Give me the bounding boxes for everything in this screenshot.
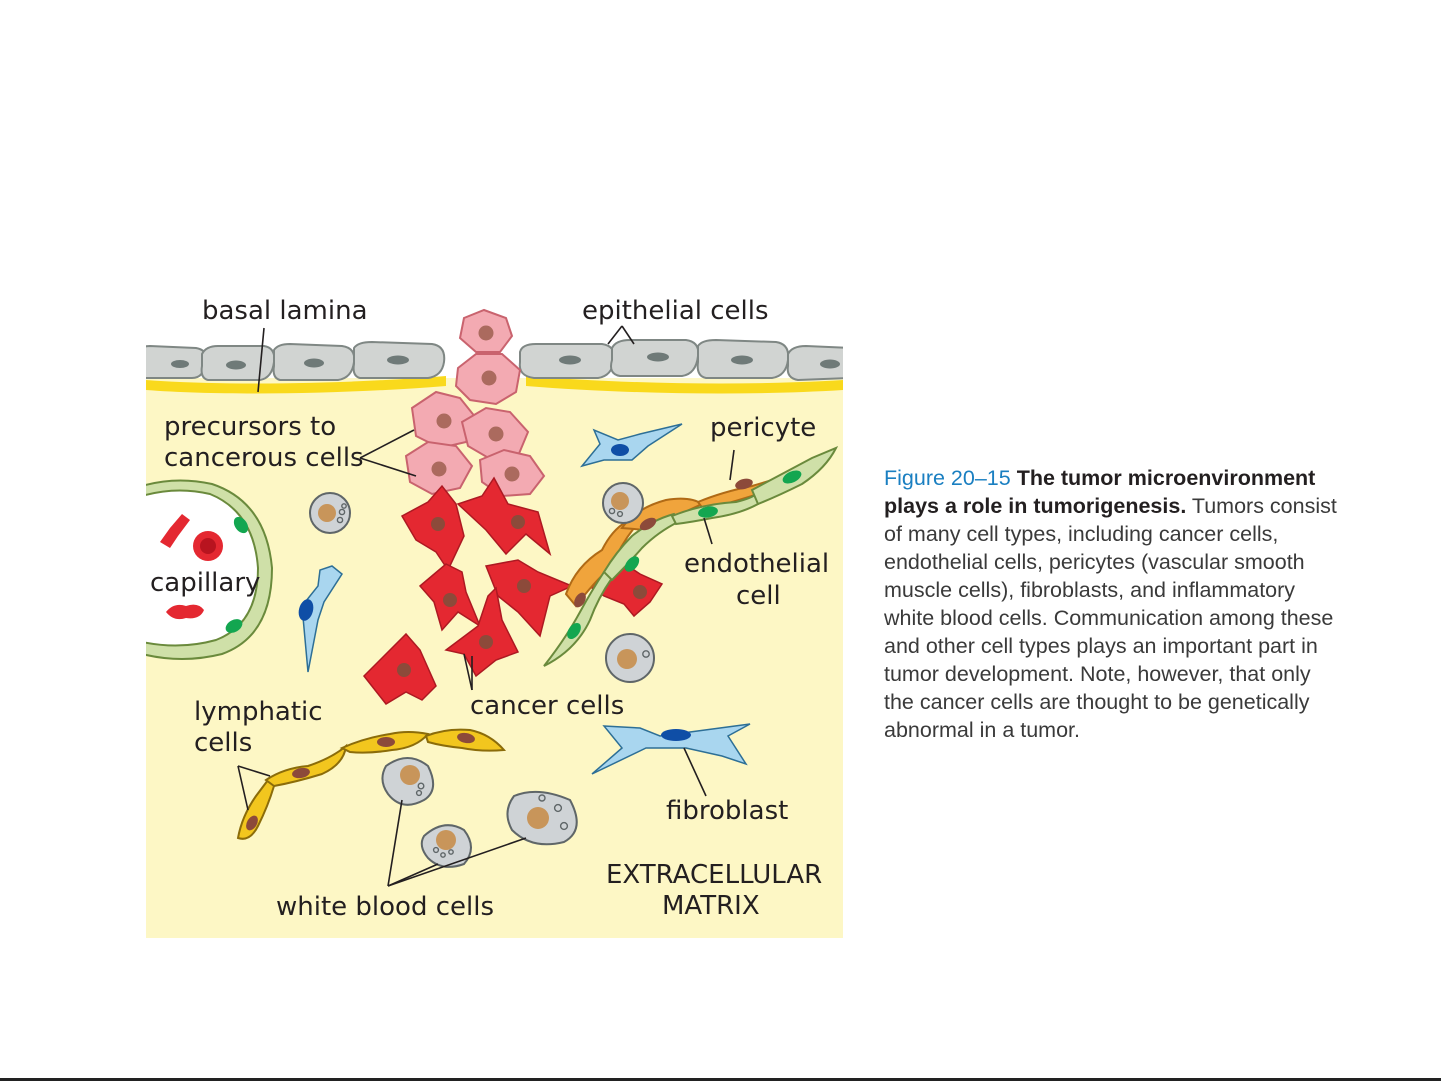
basal-lamina (146, 376, 446, 394)
label-endothelial-line2: cell (736, 581, 781, 611)
label-lymphatic-line2: cells (194, 728, 252, 758)
figure-number: Figure 20–15 (884, 466, 1011, 490)
basal-lamina (526, 376, 843, 394)
label-precursors-line1: precursors to (164, 412, 336, 442)
label-epithelial-cells: epithelial cells (582, 296, 769, 326)
label-precursors-line2: cancerous cells (164, 443, 364, 473)
label-pericyte: pericyte (710, 413, 816, 443)
label-extracellular: EXTRACELLULAR (606, 860, 822, 890)
label-matrix: MATRIX (662, 891, 760, 921)
label-fibroblast: fibroblast (666, 796, 788, 826)
leader-lines (237, 325, 735, 887)
label-cancer-cells: cancer cells (470, 691, 624, 721)
figure-caption: Figure 20–15 The tumor microenvironment … (884, 464, 1344, 744)
epithelial-cells-left (146, 340, 446, 381)
red-blood-cell (160, 514, 190, 548)
tumor-microenvironment-diagram: basal lamina epithelial cells precursors… (146, 290, 843, 938)
label-endothelial-line1: endothelial (684, 549, 829, 579)
figure-title: The tumor microenvironment plays a role … (884, 466, 1316, 518)
figure-caption-body: Tumors consist of many cell types, inclu… (884, 494, 1337, 742)
red-blood-cell (166, 604, 204, 620)
label-capillary: capillary (150, 568, 260, 598)
label-white-blood-cells: white blood cells (276, 892, 494, 922)
label-lymphatic-line1: lymphatic (194, 697, 323, 727)
capillary (146, 479, 274, 660)
fibroblast-cells (301, 423, 751, 775)
epithelial-cells-right (518, 338, 843, 382)
bottom-divider (0, 1078, 1441, 1081)
label-basal-lamina: basal lamina (202, 296, 368, 326)
